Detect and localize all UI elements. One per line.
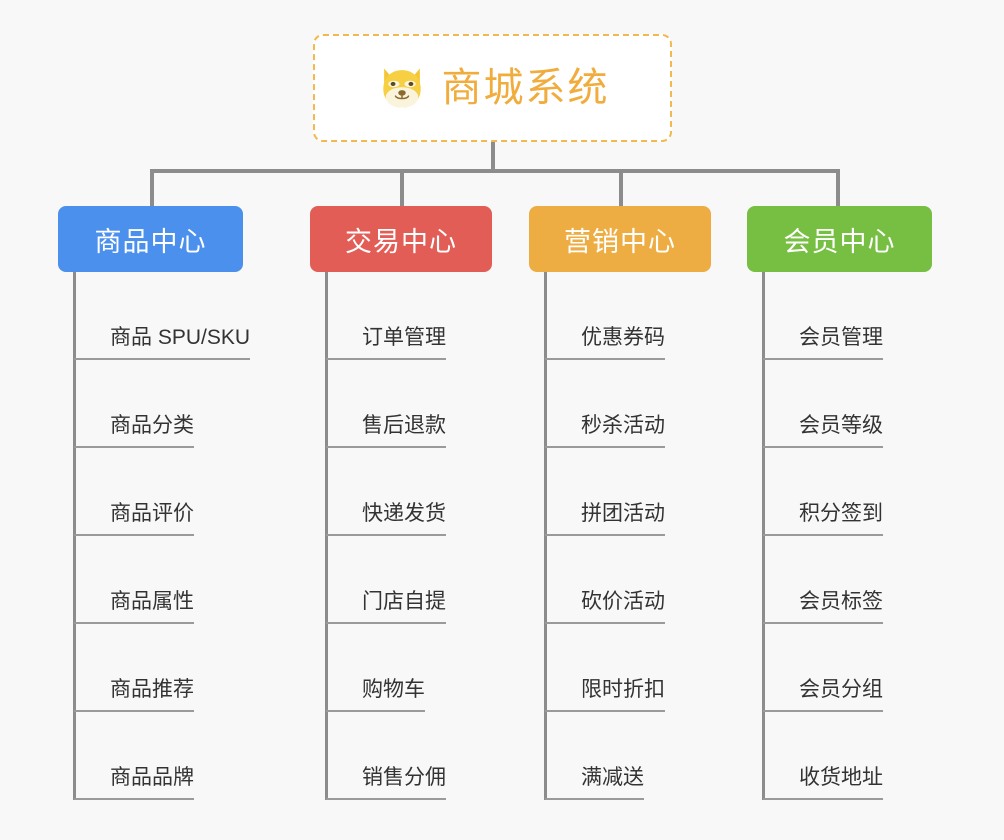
leaf-item-2[interactable]: 积分签到 <box>762 448 932 536</box>
leaf-list-product-center: 商品 SPU/SKU 商品分类 商品评价 商品属性 商品推荐 商品品牌 <box>58 272 251 800</box>
leaf-item-2[interactable]: 快递发货 <box>325 448 492 536</box>
leaf-item-0[interactable]: 会员管理 <box>762 272 932 360</box>
column-trade-center: 交易中心 订单管理 售后退款 快递发货 门店自提 购物车 销售分佣 <box>310 206 492 800</box>
category-label: 交易中心 <box>345 226 457 257</box>
leaf-label: 商品品牌 <box>74 767 194 800</box>
category-header-trade-center[interactable]: 交易中心 <box>310 206 492 272</box>
leaf-item-5[interactable]: 商品品牌 <box>73 712 250 800</box>
leaf-list-marketing-center: 优惠券码 秒杀活动 拼团活动 砍价活动 限时折扣 满减送 <box>529 272 711 800</box>
connector-bar <box>150 169 840 173</box>
leaf-list-member-center: 会员管理 会员等级 积分签到 会员标签 会员分组 收货地址 <box>747 272 932 800</box>
leaf-label: 会员等级 <box>763 415 883 448</box>
leaf-label: 会员分组 <box>763 679 883 712</box>
leaf-label: 售后退款 <box>326 415 446 448</box>
leaf-label: 砍价活动 <box>545 591 665 624</box>
leaf-item-5[interactable]: 收货地址 <box>762 712 932 800</box>
connector-drop-3 <box>619 169 623 207</box>
leaf-label: 拼团活动 <box>545 503 665 536</box>
leaf-trunk <box>73 272 76 800</box>
root-title: 商城系统 <box>441 66 610 110</box>
leaf-label: 积分签到 <box>763 503 883 536</box>
leaf-item-1[interactable]: 售后退款 <box>325 360 492 448</box>
leaf-label: 快递发货 <box>326 503 446 536</box>
category-label: 商品中心 <box>94 226 207 257</box>
leaf-label: 会员管理 <box>763 327 883 360</box>
leaf-label: 优惠券码 <box>545 327 665 360</box>
leaf-item-3[interactable]: 砍价活动 <box>544 536 711 624</box>
leaf-item-1[interactable]: 秒杀活动 <box>544 360 711 448</box>
leaf-label: 商品属性 <box>74 591 194 624</box>
leaf-label: 门店自提 <box>326 591 446 624</box>
category-label: 会员中心 <box>783 226 896 257</box>
leaf-label: 商品评价 <box>74 503 194 536</box>
leaf-trunk <box>325 272 328 800</box>
leaf-item-0[interactable]: 订单管理 <box>325 272 492 360</box>
leaf-label: 订单管理 <box>326 327 446 360</box>
column-member-center: 会员中心 会员管理 会员等级 积分签到 会员标签 会员分组 收货地址 <box>747 206 932 800</box>
leaf-item-3[interactable]: 门店自提 <box>325 536 492 624</box>
leaf-label: 购物车 <box>326 679 425 712</box>
leaf-label: 满减送 <box>545 767 644 800</box>
connector-drop-1 <box>150 169 154 207</box>
leaf-label: 限时折扣 <box>545 679 665 712</box>
leaf-item-3[interactable]: 商品属性 <box>73 536 250 624</box>
leaf-label: 会员标签 <box>763 591 883 624</box>
column-product-center: 商品中心 商品 SPU/SKU 商品分类 商品评价 商品属性 商品推荐 商品品牌 <box>58 206 251 800</box>
leaf-label: 收货地址 <box>763 767 883 800</box>
leaf-item-4[interactable]: 会员分组 <box>762 624 932 712</box>
connector-drop-4 <box>836 169 840 207</box>
leaf-item-1[interactable]: 会员等级 <box>762 360 932 448</box>
leaf-item-4[interactable]: 购物车 <box>325 624 492 712</box>
leaf-item-4[interactable]: 商品推荐 <box>73 624 250 712</box>
category-header-marketing-center[interactable]: 营销中心 <box>529 206 711 272</box>
connector-drop-2 <box>400 169 404 207</box>
leaf-item-4[interactable]: 限时折扣 <box>544 624 711 712</box>
leaf-label: 销售分佣 <box>326 767 446 800</box>
leaf-item-2[interactable]: 商品评价 <box>73 448 250 536</box>
leaf-label: 商品 SPU/SKU <box>74 327 251 360</box>
leaf-list-trade-center: 订单管理 售后退款 快递发货 门店自提 购物车 销售分佣 <box>310 272 492 800</box>
leaf-label: 商品推荐 <box>74 679 194 712</box>
column-marketing-center: 营销中心 优惠券码 秒杀活动 拼团活动 砍价活动 限时折扣 满减送 <box>529 206 711 800</box>
leaf-item-5[interactable]: 满减送 <box>544 712 711 800</box>
connector-stem <box>491 142 495 171</box>
leaf-item-1[interactable]: 商品分类 <box>73 360 250 448</box>
leaf-item-0[interactable]: 商品 SPU/SKU <box>73 272 251 360</box>
leaf-label: 秒杀活动 <box>545 415 665 448</box>
category-header-product-center[interactable]: 商品中心 <box>58 206 243 272</box>
shiba-dog-face-icon <box>376 62 428 114</box>
leaf-trunk <box>544 272 547 800</box>
category-label: 营销中心 <box>564 226 676 257</box>
leaf-item-0[interactable]: 优惠券码 <box>544 272 711 360</box>
leaf-trunk <box>762 272 765 800</box>
root-node[interactable]: 商城系统 <box>313 34 672 142</box>
leaf-item-3[interactable]: 会员标签 <box>762 536 932 624</box>
leaf-item-2[interactable]: 拼团活动 <box>544 448 711 536</box>
category-header-member-center[interactable]: 会员中心 <box>747 206 932 272</box>
leaf-item-5[interactable]: 销售分佣 <box>325 712 492 800</box>
leaf-label: 商品分类 <box>74 415 194 448</box>
